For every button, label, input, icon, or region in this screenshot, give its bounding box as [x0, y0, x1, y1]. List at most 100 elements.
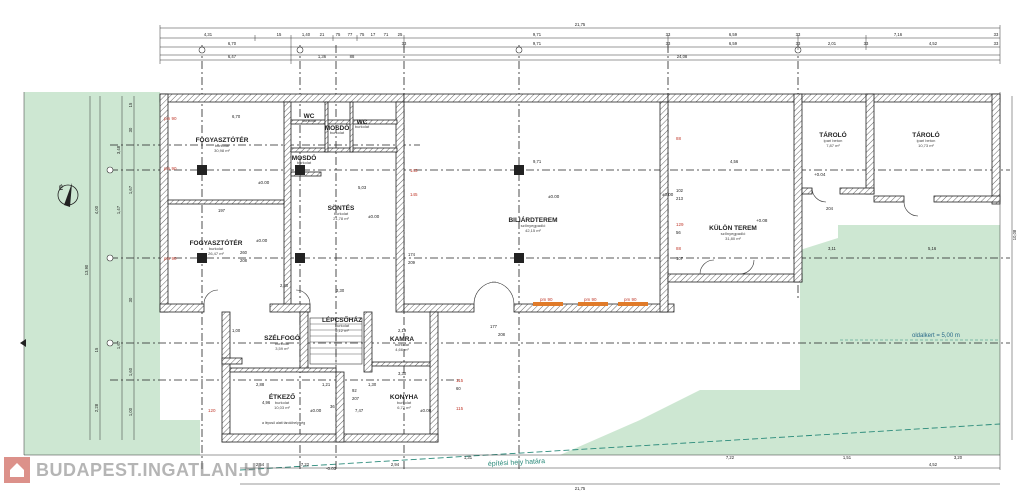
dim-int-2: 9,71 [533, 159, 542, 164]
watermark-text: BUDAPEST.INGATLAN.HU [36, 459, 271, 480]
wall-lower-mid [335, 371, 345, 443]
dim-int-5: 3,30 [336, 288, 345, 293]
wall-lower-bottom [221, 433, 439, 443]
open-11: 204 [826, 206, 834, 211]
wall-internal-2 [167, 199, 285, 205]
open-23: 120 [208, 408, 216, 413]
open-24: 88 [676, 136, 682, 141]
dim-top2-7: 2,01 [828, 41, 837, 46]
wall-storage-mid [865, 93, 875, 195]
building-limit-label: építési hely határa [488, 458, 546, 468]
dim-top2-5: 6,59 [729, 41, 738, 46]
room-konyha-area: 6,72 m² [397, 405, 411, 410]
dim-top3-3: 88 [350, 54, 355, 59]
wall-lower-3 [363, 311, 373, 373]
dim-left-1: 4,00 [94, 205, 99, 214]
window-markers: pm 90 pm 90 pm 90 pm 90 pm 90 pm 90 [164, 116, 648, 306]
room-etkezo-area: 10,03 m² [274, 405, 290, 410]
room-lepcsohaz-sub: burkolat [335, 323, 350, 328]
open-6: 56 [676, 230, 681, 235]
dim-top2-3: 9,71 [533, 41, 542, 46]
dim-int-9: 2,19 [398, 328, 407, 333]
wall-lower-left [221, 311, 231, 443]
dim-left-9: 1,67 [128, 185, 133, 194]
dim-bot-4: 1,31 [464, 455, 473, 460]
open-15: 115 [456, 378, 464, 383]
pm-1: pm 90 [540, 297, 553, 302]
room-tarolo2-sub: ipari beton [917, 138, 936, 143]
dim-left-12: 1,00 [128, 407, 133, 416]
open-3: 102 [676, 188, 684, 193]
wall-left [159, 93, 169, 313]
level-1: ±0.00 [258, 180, 270, 185]
dim-top2-6: 33 [796, 41, 801, 46]
room-wc2-name: WC [357, 119, 368, 126]
garden-left [24, 92, 160, 455]
building-walls [159, 93, 1001, 443]
room-mosdo2-name: MOSDÓ [292, 153, 317, 162]
columns [197, 165, 524, 263]
dim-int-4: 6,70 [232, 114, 241, 119]
top-dimension-chains: 21,75 4,31 15 1,40 21 75 77 75 17 71 25 … [159, 22, 1001, 64]
room-tarolo2-area: 10,73 m² [918, 143, 934, 148]
dim-int-8: 3,11 [828, 246, 837, 251]
dim-top2-4: 33 [666, 41, 671, 46]
dim-left-4: 3,48 [116, 145, 121, 154]
room-lepcsohaz-area: 6,12 m² [335, 328, 349, 333]
dim-left-2: 15 [94, 347, 99, 352]
section-marker-icon [20, 339, 26, 347]
room-kulon-sub: szőnyegpadló [721, 231, 746, 236]
dim-top2-1: 6,70 [228, 41, 237, 46]
pm-2: pm 90 [584, 297, 597, 302]
dim-left-6: 1,67 [116, 340, 121, 349]
bottom-dimension-chains: 2,54 7,22 2,94 1,31 7,22 1,51 4,52 3,20 … [240, 455, 1000, 491]
room-biliard-area: 42,15 m² [525, 228, 541, 233]
open-18: 208 [240, 258, 248, 263]
wall-lower-right [429, 311, 439, 443]
pm-6: pm 90 [164, 256, 177, 261]
garden-areas [24, 92, 1000, 455]
room-sontes-sub: burkolat [334, 211, 349, 216]
wall-internal-1 [283, 101, 292, 313]
open-9: 177 [490, 324, 498, 329]
open-2: 145 [410, 192, 418, 197]
wall-internal-3 [395, 101, 405, 313]
room-konyha-name: KONYHA [390, 394, 418, 401]
interior-dimensions: 5,03 9,71 4,56 6,70 3,30 2,80 5,16 3,11 … [232, 114, 937, 413]
dim-left-11: 1,60 [128, 367, 133, 376]
dim-left-10: 30 [128, 297, 133, 302]
room-wc1-name: WC [304, 113, 315, 120]
dim-int-12: 1,21 [322, 382, 331, 387]
room-fogyaszto2-name: FOGYASZTÓTÉR [190, 238, 243, 247]
room-fogyaszto1-area: 30,98 m² [214, 148, 230, 153]
wall-internal-4 [659, 101, 669, 313]
wall-storage-right [991, 93, 1001, 205]
open-14: 207 [352, 396, 360, 401]
room-kulon-area: 31,80 m² [725, 236, 741, 241]
room-sontes-name: SÖNTÉS [328, 203, 355, 212]
room-sontes-area: 21,78 m² [333, 216, 349, 221]
room-fogyaszto2-sub: burkolat [209, 246, 224, 251]
wall-storage-b3 [873, 195, 905, 203]
dim-top2-2: 33 [402, 41, 407, 46]
open-12: 36 [330, 404, 335, 409]
level-2: ±0.00 [256, 238, 268, 243]
dim-top3-1: 6,47 [228, 54, 237, 59]
dim-right-total: 10,08 [1012, 229, 1017, 240]
dim-total-top: 21,75 [575, 22, 586, 27]
pm-4: pm 90 [164, 116, 177, 121]
level-5: ±0.00 [662, 192, 674, 197]
room-wc2-sub: burkolat [355, 124, 370, 129]
dim-top-11: 9,71 [533, 32, 542, 37]
room-mosdo1-sub: burkolat [330, 130, 345, 135]
wall-lower-4 [229, 367, 337, 373]
room-szelfogo-sub: burkolat [275, 341, 290, 346]
level-8: ±0.00 [310, 408, 322, 413]
dim-left-8: 30 [128, 127, 133, 132]
left-dimension-chains: 13,90 4,00 15 2,28 3,48 1,47 1,67 15 30 … [84, 96, 135, 440]
room-labels: FOGYASZTÓTÉR burkolat 30,98 m² FOGYASZTÓ… [190, 113, 940, 410]
open-1: 143 [410, 168, 418, 173]
open-16: 60 [456, 386, 461, 391]
wall-storage-b1 [801, 187, 813, 195]
